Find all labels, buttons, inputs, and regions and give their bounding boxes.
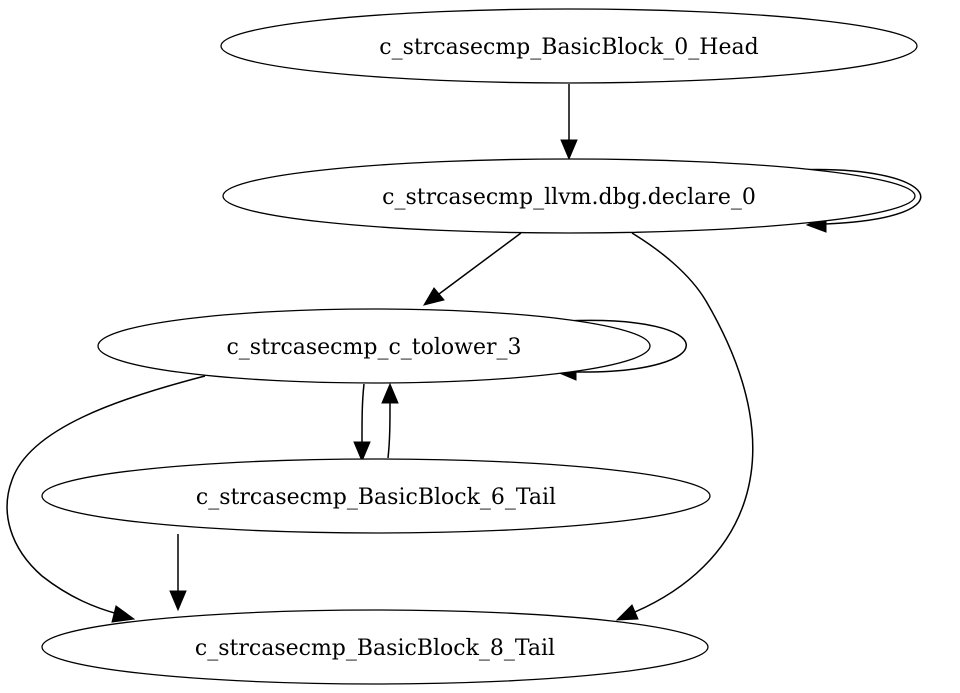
edge-tolower-to-bb6 [353, 383, 371, 463]
node-basicblock-0-head: c_strcasecmp_BasicBlock_0_Head [220, 8, 918, 84]
node-llvm-dbg-declare-0: c_strcasecmp_llvm.dbg.declare_0 [222, 158, 916, 234]
node-label: c_strcasecmp_llvm.dbg.declare_0 [382, 185, 756, 210]
edge-bb6-to-tolower [381, 382, 399, 459]
node-label: c_strcasecmp_BasicBlock_0_Head [379, 35, 758, 60]
node-label: c_strcasecmp_BasicBlock_6_Tail [196, 485, 556, 510]
node-label: c_strcasecmp_BasicBlock_8_Tail [195, 636, 555, 661]
edge-tolower-to-bb8 [6, 375, 206, 623]
edge-head-to-declare [560, 84, 578, 161]
edge-declare-to-bb8 [615, 232, 754, 621]
edge-declare-to-tolower [422, 232, 522, 306]
node-c-tolower-3: c_strcasecmp_c_tolower_3 [97, 308, 651, 384]
node-basicblock-6-tail: c_strcasecmp_BasicBlock_6_Tail [41, 458, 711, 534]
node-label: c_strcasecmp_c_tolower_3 [226, 335, 521, 360]
node-basicblock-8-tail: c_strcasecmp_BasicBlock_8_Tail [41, 609, 709, 685]
edge-bb6-to-bb8 [169, 534, 187, 612]
